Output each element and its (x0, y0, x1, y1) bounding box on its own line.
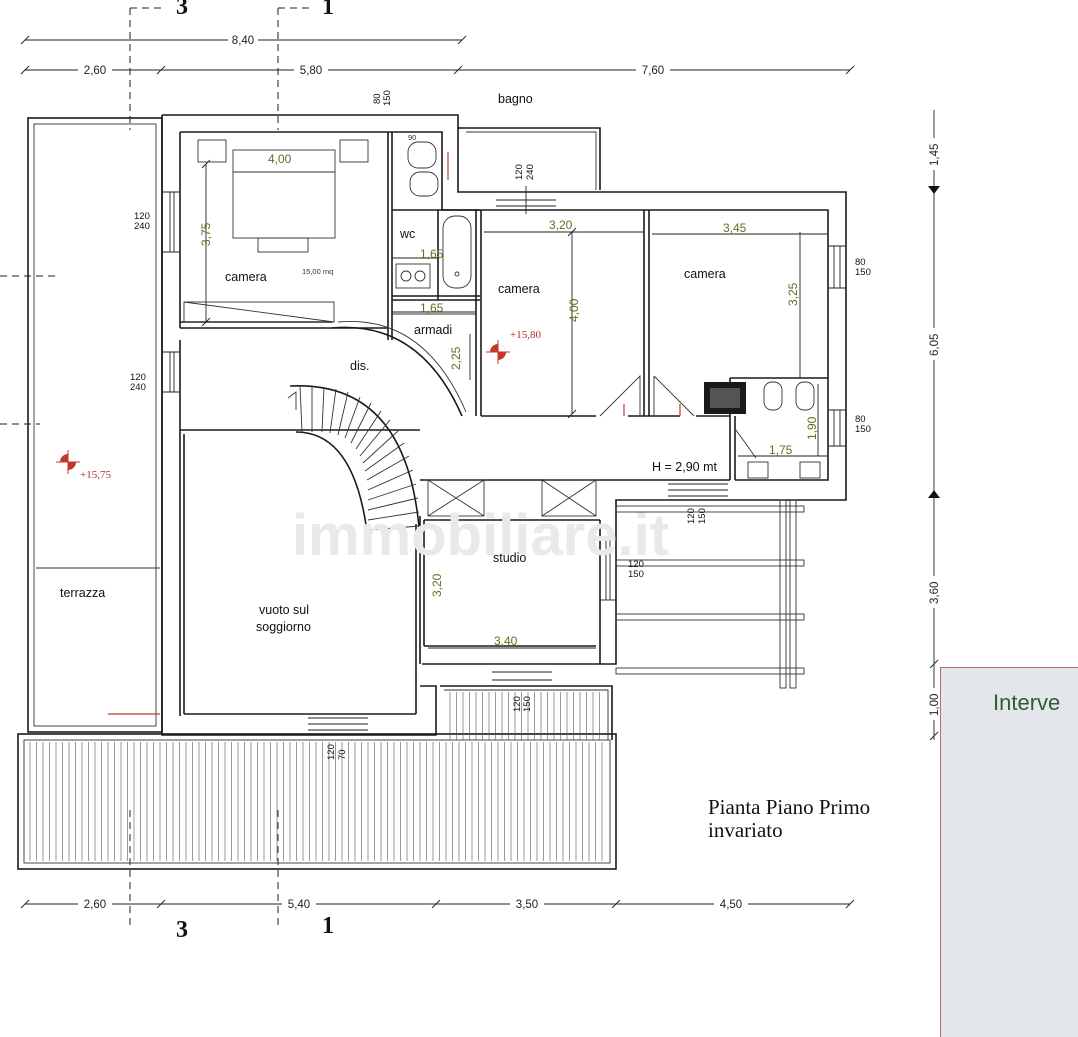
dim-right-d: 1,00 (929, 694, 941, 716)
dim-studio-width: 3,40 (494, 634, 518, 648)
dim-armadi-width: 1,65 (420, 301, 444, 315)
room-label-vuoto-1: vuoto sul (259, 603, 309, 617)
section-label-3-bottom: 3 (176, 917, 188, 943)
dim-camera-1-width: 4,00 (268, 152, 292, 166)
section-label-1-bottom: 1 (322, 913, 334, 939)
room-label-bagno: bagno (498, 92, 533, 106)
opening-studio-bottom-b: 150 (522, 696, 533, 712)
dim-right-b: 6,05 (929, 334, 941, 356)
panel-title: Interve (993, 690, 1061, 715)
dim-bottom-c: 3,50 (516, 899, 538, 911)
room-label-camera-1: camera (225, 270, 267, 284)
curved-wall (331, 326, 463, 417)
pergola (615, 499, 805, 689)
opening-left2-b: 240 (130, 382, 146, 393)
room-label-vuoto-2: soggiorno (256, 620, 311, 634)
furniture-and-fixtures (108, 139, 821, 715)
dim-right-c: 3,60 (929, 582, 941, 604)
spiral-staircase (287, 385, 421, 541)
dim-armadi-height: 2,25 (449, 346, 463, 370)
section-label-3-top: 3 (176, 0, 188, 20)
exterior-walls (27, 114, 847, 736)
drawing-title-line-1: Pianta Piano Primo (708, 795, 870, 819)
opening-bagno-b: 240 (525, 164, 536, 180)
opening-corridor-b: 150 (697, 508, 708, 524)
dim-camera-1-height: 3,75 (199, 222, 213, 246)
dim-camera-3-width: 3,45 (723, 221, 747, 235)
opening-left1-a: 120 (134, 211, 150, 222)
room-label-terrazza: terrazza (60, 586, 105, 600)
dim-bottom-d: 4,50 (720, 899, 742, 911)
room-label-dis: dis. (350, 359, 369, 373)
dim-studio-height: 3,20 (430, 573, 444, 597)
elevation-terrace: +15,75 (80, 469, 111, 481)
room-label-wc: wc (399, 227, 415, 241)
room-dimension-lines (201, 159, 828, 649)
opening-right2-a: 80 (855, 414, 866, 425)
top-dimension-lines (20, 35, 855, 75)
opening-right2-b: 150 (855, 424, 871, 435)
terrace-deck (17, 685, 617, 870)
dim-right-a: 1,45 (929, 144, 941, 166)
opening-corridor-a: 120 (686, 508, 697, 524)
opening-top-b: 150 (382, 90, 393, 106)
dim-top-c: 7,60 (642, 65, 664, 77)
elevation-marker-interior (486, 340, 510, 364)
opening-right1-a: 80 (855, 257, 866, 268)
bottom-dimension-line (20, 899, 855, 909)
windows (162, 186, 846, 731)
drawing-title-line-2: invariato (708, 818, 783, 842)
dim-wc-width: 1,65 (420, 247, 444, 261)
opening-bagno-a: 120 (514, 164, 525, 180)
dim-top-b: 5,80 (300, 65, 322, 77)
opening-right1-b: 150 (855, 267, 871, 278)
dim-bath-width: 1,75 (769, 443, 793, 457)
opening-top-a: 80 (372, 93, 383, 104)
room-label-camera-3: camera (684, 267, 726, 281)
terrace-hatching (29, 692, 603, 861)
room-label-studio: studio (493, 551, 526, 565)
dim-bottom-a: 2,60 (84, 899, 106, 911)
opening-vuoto-b: 70 (337, 749, 348, 760)
dim-bottom-b: 5,40 (288, 899, 310, 911)
height-note: H = 2,90 mt (652, 460, 717, 474)
room-area-camera-1: 15,00 mq (302, 267, 333, 276)
section-label-1-top: 1 (322, 0, 334, 20)
elevation-marker-terrace (56, 450, 80, 474)
opening-wc-small: 90 (408, 133, 416, 142)
watermark: immobiliare.it (292, 503, 669, 568)
right-dimension-line (928, 110, 940, 741)
adjacent-panel: Interve (940, 667, 1078, 1037)
opening-studio-bottom-a: 120 (512, 696, 523, 712)
elevation-interior: +15,80 (510, 329, 541, 341)
dim-top-a: 2,60 (84, 65, 106, 77)
opening-studio-right-b: 150 (628, 569, 644, 580)
opening-vuoto-a: 120 (326, 744, 337, 760)
dim-camera-2-height: 4,00 (567, 298, 581, 322)
opening-left1-b: 240 (134, 221, 150, 232)
dim-camera-3-height: 3,25 (786, 282, 800, 306)
room-label-camera-2: camera (498, 282, 540, 296)
room-label-armadi: armadi (414, 323, 452, 337)
dim-bath-height: 1,90 (805, 416, 819, 440)
dim-top-overall: 8,40 (232, 35, 254, 47)
dim-camera-2-width: 3,20 (549, 218, 573, 232)
opening-studio-right-a: 120 (628, 559, 644, 570)
opening-left2-a: 120 (130, 372, 146, 383)
